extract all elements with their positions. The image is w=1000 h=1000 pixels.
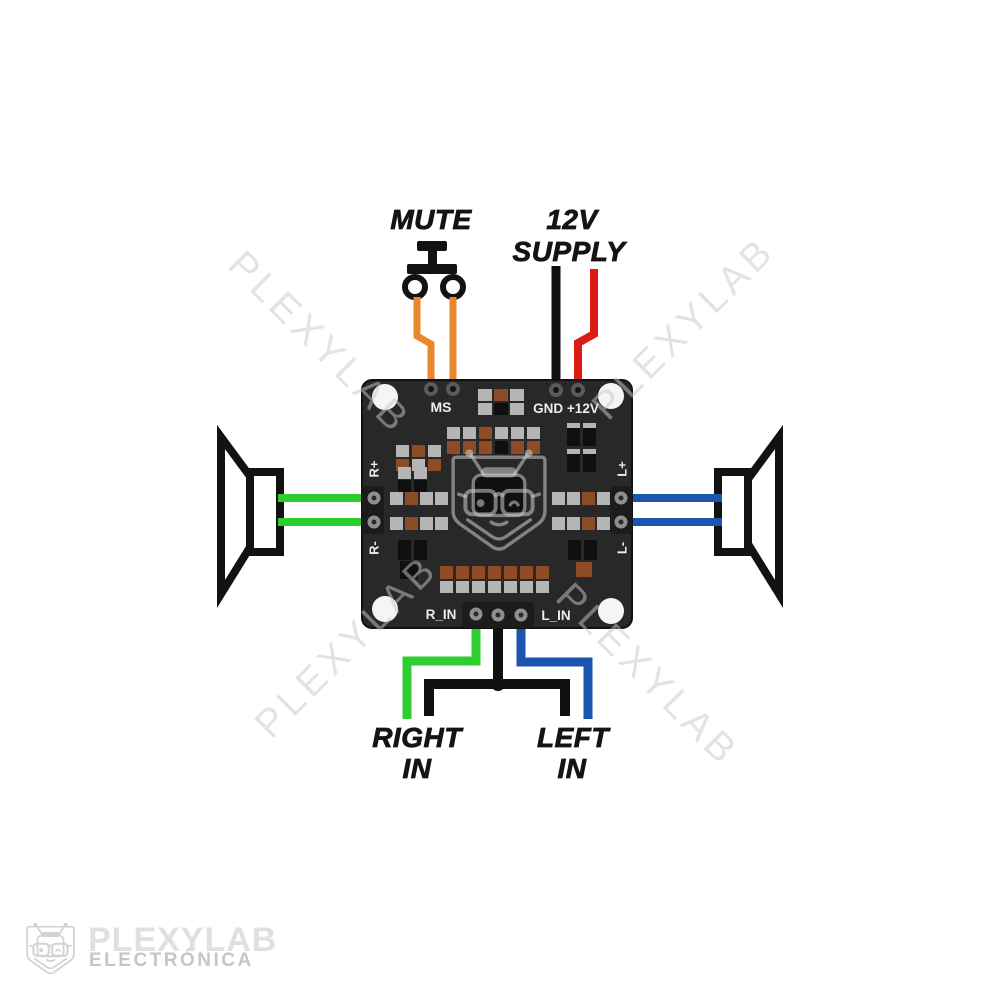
solder-pads-top <box>424 382 585 397</box>
button-stem <box>428 250 437 266</box>
mute-wires <box>413 297 457 390</box>
mounting-holes <box>372 383 624 624</box>
silk-l-in-label: L_IN <box>541 608 571 623</box>
button-terminal-right <box>440 274 466 300</box>
plexylab-logo-icon <box>26 921 75 975</box>
silk-l-plus-label: L+ <box>614 461 630 477</box>
ground-junction-dot <box>491 677 505 691</box>
logo-subtitle-text: ELECTRÓNICA <box>89 950 254 971</box>
silk-r-plus-label: R+ <box>366 460 382 478</box>
supply-label-line1: 12V <box>546 204 598 236</box>
smd-pads <box>390 389 610 593</box>
button-cap <box>417 241 447 251</box>
silk-gnd-12v-label: GND +12V <box>533 401 599 416</box>
silk-ms-label: MS <box>430 399 452 415</box>
left-channel-speaker-wires <box>621 494 722 526</box>
right-channel-speaker-wires <box>278 494 374 526</box>
right-speaker-symbol <box>217 424 284 609</box>
button-bar <box>407 264 457 274</box>
power-supply-wires <box>551 266 598 392</box>
left-in-label-line2: IN <box>557 753 587 785</box>
left-in-label-line1: LEFT <box>537 722 609 754</box>
silk-r-in-label: R_IN <box>425 607 457 622</box>
left-speaker-symbol <box>714 424 783 609</box>
logo-brand-text: PLEXYLAB <box>88 921 278 959</box>
supply-label-line2: SUPPLY <box>512 236 626 268</box>
silk-l-minus-label: L- <box>614 541 630 555</box>
right-in-label-line1: RIGHT <box>372 722 462 754</box>
mute-push-button <box>402 241 466 300</box>
button-terminal-left <box>402 274 428 300</box>
pcb-board <box>361 379 633 629</box>
audio-input-wires <box>402 614 593 719</box>
mute-label: MUTE <box>390 204 472 236</box>
right-in-label-line2: IN <box>402 753 432 785</box>
silk-r-minus-label: R- <box>366 541 382 555</box>
side-pins <box>367 491 628 622</box>
